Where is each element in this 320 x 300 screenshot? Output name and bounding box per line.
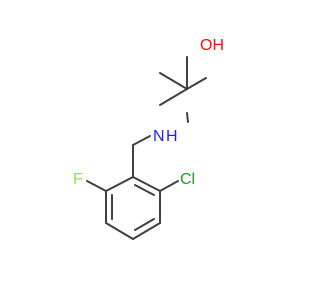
bond-ring-1 (132, 176, 161, 192)
bond-ring-double-2 (134, 218, 155, 231)
bond-ch2-n (132, 135, 151, 146)
atom-label-oh: OH (200, 37, 224, 54)
bond-ring-f (86, 180, 107, 192)
atom-label-h: H (166, 128, 178, 145)
bond-ring-3 (132, 222, 161, 240)
atom-label-cl: Cl (180, 171, 195, 188)
bond-n-ch2 (186, 112, 189, 123)
atom-label-f: F (73, 171, 83, 188)
benzene-ring (105, 176, 161, 240)
bond-ch2-cquat (159, 88, 188, 106)
bond-ring-4 (105, 222, 134, 240)
bond-ring-double-1 (134, 184, 155, 196)
structure-diagram: F Cl N H OH (73, 37, 224, 240)
bond-cquat-oh (186, 77, 207, 90)
bond-cquat-methyl-1 (159, 72, 188, 90)
bond-ring-6 (105, 176, 134, 192)
atom-label-n: N (153, 128, 165, 145)
bond-ring-cl (159, 180, 179, 192)
